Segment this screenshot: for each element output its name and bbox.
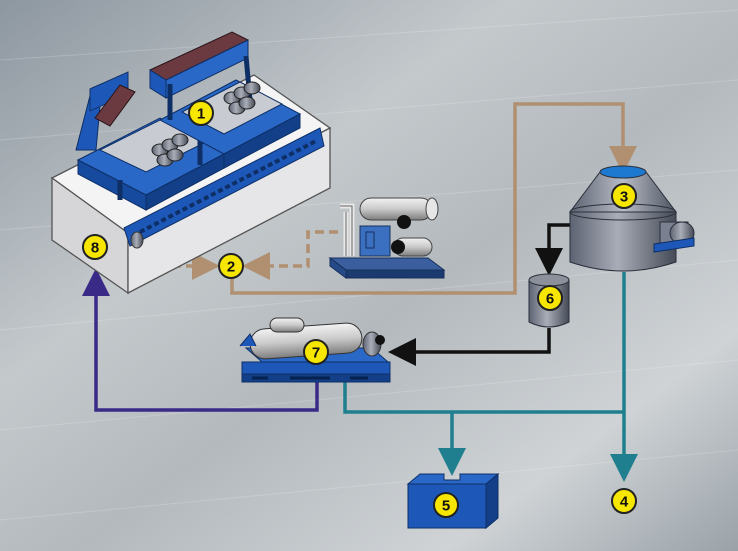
badge-3: 3 — [611, 183, 637, 209]
badge-8: 8 — [82, 234, 108, 260]
badge-7-label: 7 — [312, 345, 320, 362]
badge-4-label: 4 — [620, 494, 629, 511]
badge-4: 4 — [611, 488, 637, 514]
flow-line-6-to-7 — [388, 328, 551, 366]
shale-shaker-icon — [75, 31, 302, 211]
badge-3-label: 3 — [620, 189, 628, 206]
badge-6-label: 6 — [546, 291, 554, 308]
badge-1-label: 1 — [197, 106, 205, 123]
badge-1: 1 — [188, 100, 214, 126]
badge-5-label: 5 — [442, 498, 450, 515]
pump-skid-icon — [328, 197, 446, 279]
flow-line-7-to-8 — [82, 268, 319, 412]
flow-line-2-to-3 — [230, 102, 637, 295]
badge-5: 5 — [433, 492, 459, 518]
badge-2-label: 2 — [227, 259, 235, 276]
badge-6: 6 — [537, 285, 563, 311]
badge-7: 7 — [303, 339, 329, 365]
flow-line-pump-to-2 — [242, 230, 338, 280]
flow-line-7-to-main — [343, 382, 624, 414]
badge-2: 2 — [218, 253, 244, 279]
badge-8-label: 8 — [91, 240, 99, 257]
